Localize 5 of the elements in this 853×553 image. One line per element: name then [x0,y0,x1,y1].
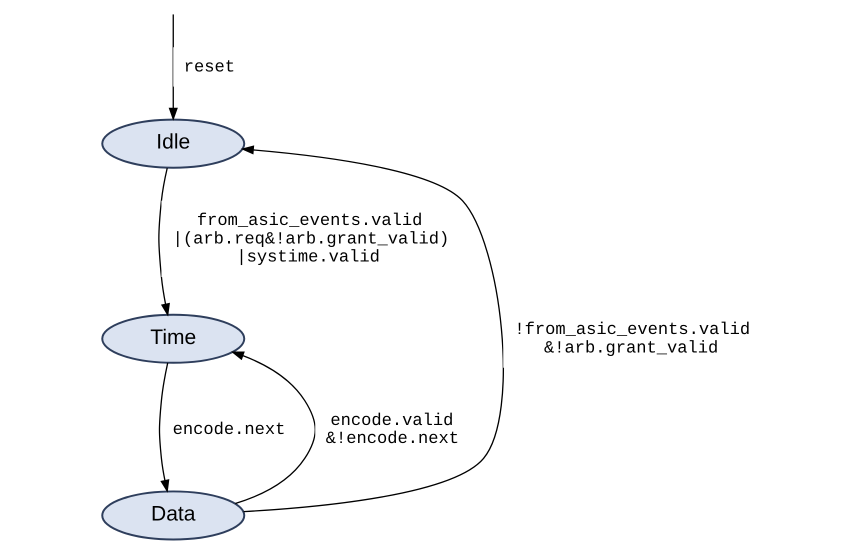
edge-label: !from_asic_events.valid &!arb.grant_valid [514,321,750,358]
edge-label: encode.next [172,420,285,440]
edge-label: from_asic_events.valid |(arb.req&!arb.grant_valid) |systime.valid [172,212,449,268]
edge-label: encode.valid &!encode.next [325,412,458,450]
edge-label: reset [183,58,235,78]
